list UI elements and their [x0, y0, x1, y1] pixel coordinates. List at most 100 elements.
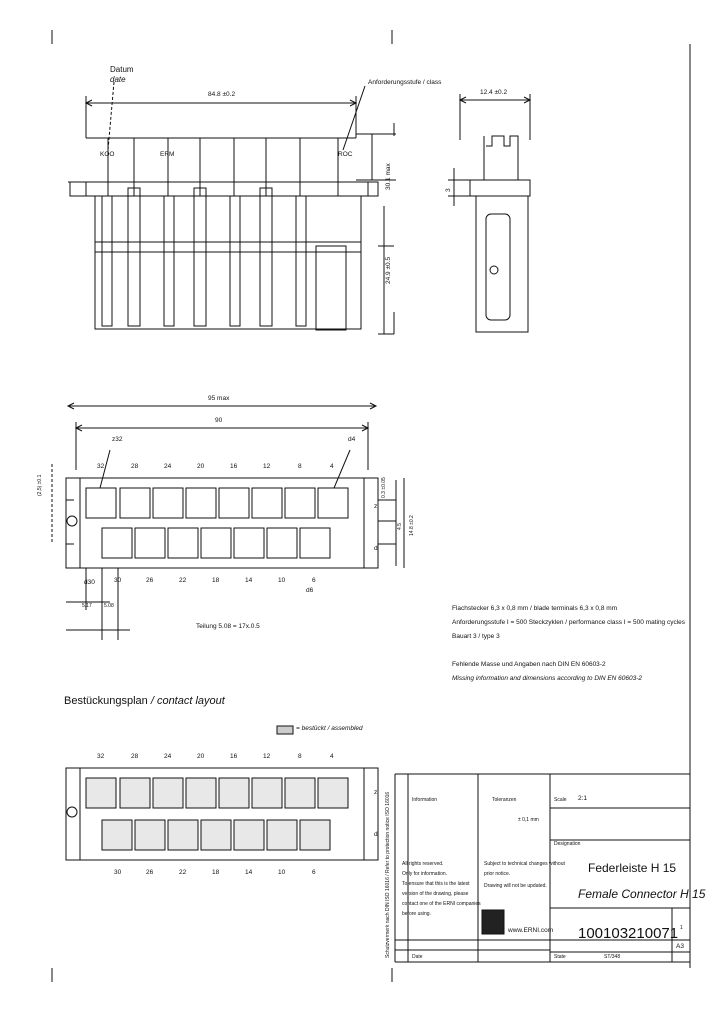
layout-top-number: 8	[298, 753, 302, 760]
layout-row-d-letter: d	[374, 831, 378, 838]
date-label: Date	[412, 954, 423, 960]
dim-height-upper: 30.1 max	[385, 163, 392, 190]
info-label: Information	[412, 797, 438, 803]
layout-top-number: 16	[230, 753, 238, 760]
label-d6: d6	[306, 587, 314, 594]
row-z-letter: z	[374, 503, 378, 510]
front-d-row	[101, 527, 331, 559]
state-label: State	[554, 954, 566, 960]
row-d-letter: d	[374, 545, 378, 552]
contact-layout-drawing	[65, 725, 379, 861]
datum-label-en: date	[110, 75, 126, 84]
layout-row-z-letter: z	[374, 789, 378, 796]
layout-z-row	[85, 777, 349, 809]
subject-line: Drawing will not be updated.	[484, 883, 547, 889]
front-bottom-number: 26	[146, 577, 154, 584]
dim-width-top: 84.8 ±0.2	[208, 91, 236, 98]
name-de: Federleiste H 15	[588, 861, 677, 875]
layout-bottom-number: 22	[179, 869, 187, 876]
front-top-number: 28	[131, 463, 139, 470]
front-bottom-number: 6	[312, 577, 316, 584]
dim-overall: 95 max	[208, 395, 230, 402]
front-bottom-number: 22	[179, 577, 187, 584]
layout-top-number: 20	[197, 753, 205, 760]
protection-notice: Schutzvermerk nach DIN ISO 16016 / Refer…	[385, 791, 391, 958]
layout-bottom-number: 10	[278, 869, 286, 876]
layout-bottom-number: 18	[212, 869, 220, 876]
layout-top-number: 28	[131, 753, 139, 760]
dim-side-step: 3	[445, 188, 452, 192]
format: A3	[676, 943, 684, 950]
rights-line: before using.	[402, 911, 431, 917]
top-contacts	[101, 138, 347, 331]
note-line: Anforderungsstufe I = 500 Steckzyklen / …	[452, 619, 686, 626]
scale-label: Scale	[554, 797, 567, 803]
dim-height-lower: 24.9 ±0.5	[385, 256, 392, 284]
datum-label: Datum	[110, 65, 134, 74]
layout-d-row	[101, 819, 331, 851]
front-top-number: 24	[164, 463, 172, 470]
dim-left-r: (2,5) ±0.1	[37, 474, 43, 496]
dim-right-b: 14.8 ±0.2	[409, 515, 415, 536]
layout-top-number: 12	[263, 753, 271, 760]
erni-logo-block	[481, 909, 505, 935]
front-top-number: 8	[298, 463, 302, 470]
legend-label: = bestückt / assembled	[296, 725, 363, 732]
part-number: 100103210071	[578, 925, 679, 942]
front-bottom-number: 10	[278, 577, 286, 584]
layout-top-number: 24	[164, 753, 172, 760]
front-bottom-number: 14	[245, 577, 253, 584]
legend-swatch	[276, 725, 294, 735]
front-view	[51, 402, 405, 640]
dim-right-c: 4.5	[397, 523, 403, 530]
front-top-number: 12	[263, 463, 271, 470]
layout-bottom-number: 30	[114, 869, 122, 876]
dim-left-a: 5.17	[82, 603, 92, 609]
front-bottom-number: 30	[114, 577, 122, 584]
dim-pitch-span: 90	[215, 417, 223, 424]
tolerance-label: Toleranzen	[492, 797, 517, 803]
layout-top-number: 32	[97, 753, 105, 760]
front-top-number: 16	[230, 463, 238, 470]
subject-line: prior notice.	[484, 871, 511, 877]
layout-top-number: 4	[330, 753, 334, 760]
label-erm: ERM	[160, 151, 175, 158]
dim-pitch-note: Teilung 5.08 = 17x.0.5	[196, 623, 260, 630]
rights-line: version of the drawing, please	[402, 891, 469, 897]
front-top-number: 32	[97, 463, 105, 470]
top-view	[68, 81, 396, 335]
scale-value: 2:1	[578, 795, 588, 802]
layout-bottom-number: 14	[245, 869, 253, 876]
layout-bottom-number: 26	[146, 869, 154, 876]
tolerance-value: ± 0,1 mm	[518, 817, 539, 823]
name-en: Female Connector H 15	[578, 887, 706, 901]
note-line: Bauart 3 / type 3	[452, 633, 500, 640]
front-bottom-number: 18	[212, 577, 220, 584]
label-d30: d30	[84, 579, 95, 586]
label-z32: z32	[112, 436, 123, 443]
label-koo: KOO	[100, 151, 115, 158]
revision: 1	[680, 925, 683, 931]
dim-right-a: 0.3 ±0.05	[381, 477, 387, 498]
front-top-number: 20	[197, 463, 205, 470]
rights-line: contact one of the ERNI companies	[402, 901, 481, 907]
rights-line: To ensure that this is the latest	[402, 881, 470, 887]
rights-line: Only for information.	[402, 871, 448, 877]
front-top-number: 4	[330, 463, 334, 470]
class-label: Anforderungsstufe / class	[368, 79, 442, 86]
subject-line: Subject to technical changes without	[484, 861, 565, 867]
dim-side-width: 12.4 ±0.2	[480, 89, 508, 96]
website: www.ERNI.com	[508, 927, 554, 934]
label-d4: d4	[348, 436, 356, 443]
note-line: Missing information and dimensions accor…	[452, 675, 643, 682]
state-value: ST/348	[604, 954, 621, 960]
title-block-lines	[394, 773, 690, 963]
rights-line: All rights reserved.	[402, 861, 444, 867]
note-line: Fehlende Masse und Angaben nach DIN EN 6…	[452, 661, 606, 668]
front-z-row	[85, 487, 349, 519]
designation-label: Designation	[554, 841, 581, 847]
side-view	[448, 94, 532, 333]
layout-bottom-number: 6	[312, 869, 316, 876]
label-roc: ROC	[338, 151, 353, 158]
